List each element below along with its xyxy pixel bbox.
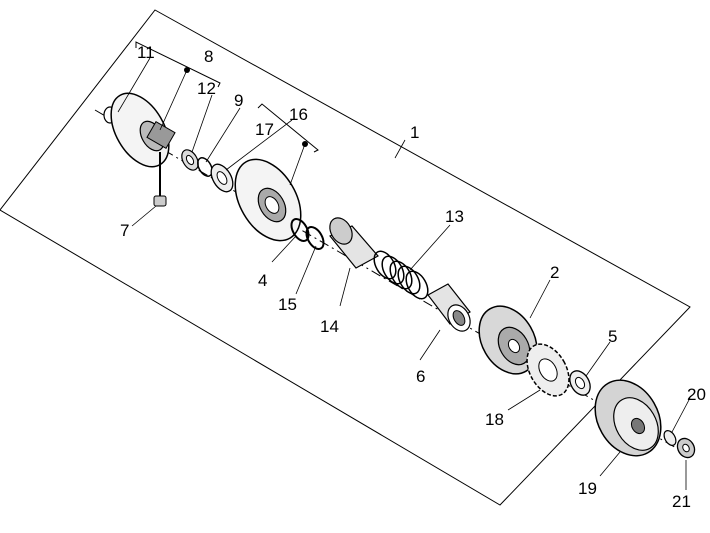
part-14-sleeve <box>329 217 379 269</box>
bracket-group-16 <box>257 103 319 153</box>
callout-14: 14 <box>320 317 339 336</box>
callout-20: 20 <box>687 385 706 404</box>
callout-2: 2 <box>550 263 559 282</box>
assembly-outline <box>0 9 691 506</box>
part-7-bolt <box>153 152 167 207</box>
callout-6: 6 <box>416 367 425 386</box>
callout-15: 15 <box>278 295 297 314</box>
part-19-clutch-bell <box>594 379 662 457</box>
callout-5: 5 <box>608 327 617 346</box>
callout-7: 7 <box>120 221 129 240</box>
part-4-o-ring <box>290 218 310 242</box>
callout-21: 21 <box>672 492 691 511</box>
part-2-clutch <box>478 305 538 375</box>
callout-1: 1 <box>410 123 419 142</box>
part-5-washer <box>569 370 591 396</box>
callout-11: 11 <box>137 43 155 62</box>
callout-17: 17 <box>255 120 274 139</box>
part-16-movable-pulley <box>234 141 308 242</box>
part-15-o-ring <box>305 226 325 250</box>
part-9-ring <box>197 157 213 177</box>
bracket-group-8 <box>135 41 221 88</box>
leader-lines <box>117 57 691 490</box>
part-18-toothed-plate <box>526 343 570 397</box>
part-21-nut <box>676 437 696 459</box>
part-13-spring <box>373 250 429 300</box>
callout-12: 12 <box>197 79 216 98</box>
part-6-spacer <box>427 283 471 332</box>
part-12-bearing <box>181 149 199 171</box>
callout-4: 4 <box>258 271 267 290</box>
part-17-washer <box>210 163 234 193</box>
callout-8: 8 <box>204 47 213 66</box>
callout-13: 13 <box>445 207 464 226</box>
part-20-washer <box>663 430 677 446</box>
callout-19: 19 <box>578 479 597 498</box>
callout-18: 18 <box>485 410 504 429</box>
callout-16: 16 <box>289 105 308 124</box>
part-8-fixed-pulley <box>110 67 190 168</box>
callout-9: 9 <box>234 91 243 110</box>
